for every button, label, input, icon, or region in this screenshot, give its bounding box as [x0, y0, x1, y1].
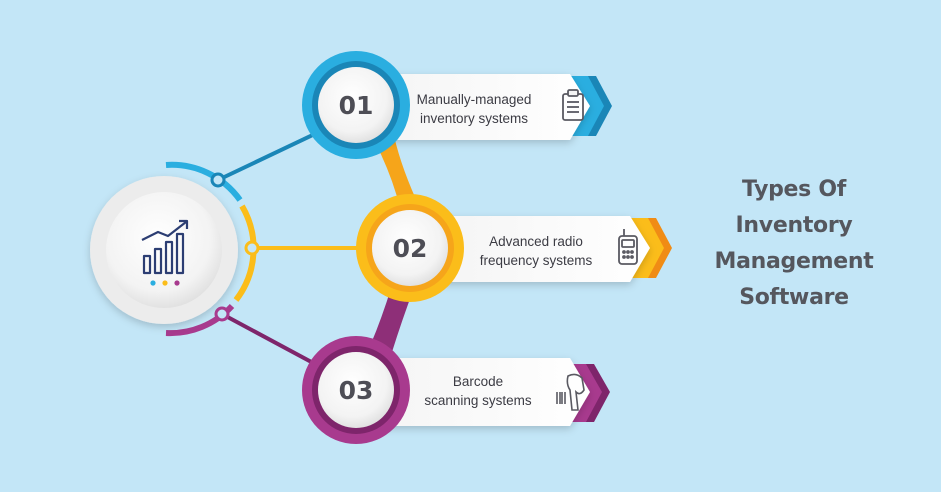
title-line-1: Types Of — [741, 177, 847, 202]
title-line-4: Software — [739, 285, 849, 310]
connector-nodes — [210, 172, 260, 322]
title-line-3: Management — [714, 249, 874, 274]
item-03-disc — [318, 352, 394, 428]
item-03-number: 03 — [339, 376, 374, 405]
hub-inner-disc — [106, 192, 222, 308]
hub-dot-blue — [150, 280, 156, 286]
chain-links — [370, 136, 420, 352]
item-01-card — [360, 74, 590, 140]
radio-device-icon — [618, 229, 638, 265]
chain-link-02-03 — [370, 285, 414, 352]
hub-dot-yellow — [162, 280, 168, 286]
clipboard-icon — [562, 89, 584, 121]
item-02-label-line-2: frequency systems — [480, 253, 593, 268]
item-02-label-line-1: Advanced radio — [489, 234, 583, 249]
item-03: 03 Barcode scanning systems — [302, 336, 610, 444]
item-03-card — [358, 358, 590, 426]
chain-link-01-02 — [374, 136, 420, 208]
hub-arc-blue — [165, 161, 243, 202]
growth-chart-icon — [141, 219, 189, 275]
item-01: 01 Manually-managed inventory systems — [302, 51, 612, 159]
title-line-2: Inventory — [735, 213, 853, 238]
item-01-disc — [318, 67, 394, 143]
item-03-label-line-2: scanning systems — [424, 393, 532, 408]
item-02: 02 Advanced radio frequency systems — [356, 194, 672, 302]
item-03-label-line-1: Barcode — [453, 374, 503, 389]
hub-dot-purple — [174, 280, 180, 286]
infographic-title: Types Of Inventory Management Software — [676, 172, 912, 316]
node-blue — [210, 172, 226, 188]
item-01-label-line-2: inventory systems — [420, 111, 528, 126]
item-02-disc — [372, 210, 448, 286]
barcode-scanner-icon — [556, 373, 585, 411]
node-yellow — [244, 240, 260, 256]
hub — [90, 161, 257, 337]
item-02-card — [420, 216, 650, 282]
node-purple — [214, 306, 230, 322]
item-01-number: 01 — [339, 91, 374, 120]
item-01-label-line-1: Manually-managed — [417, 92, 532, 107]
item-02-number: 02 — [393, 234, 428, 263]
